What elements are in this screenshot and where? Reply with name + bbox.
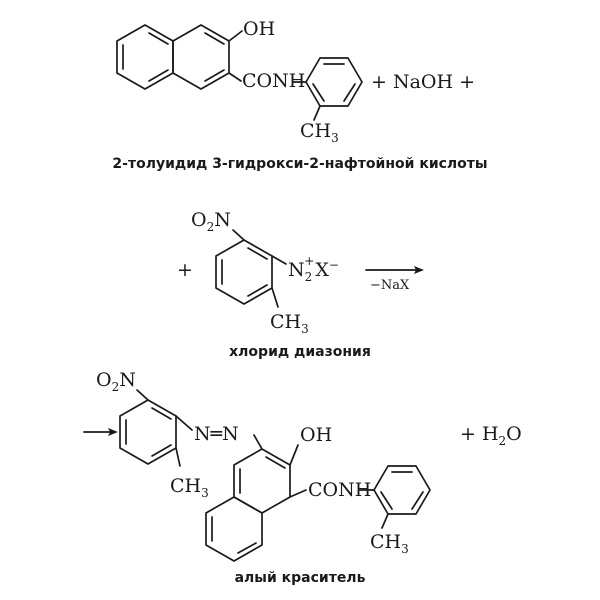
- bond-methyl: [271, 287, 279, 308]
- bond-conh: [289, 489, 307, 498]
- no2-label: O2N: [191, 209, 231, 234]
- bond-methyl: [381, 513, 389, 529]
- double-bond: [380, 491, 393, 510]
- arrow-head: [414, 266, 424, 274]
- ch3-label: CH3: [300, 120, 339, 145]
- ch3-label-a: CH3: [170, 475, 209, 500]
- bond-no2: [232, 229, 245, 241]
- double-bond: [411, 491, 424, 510]
- double-bond: [204, 69, 225, 82]
- bond-azo: [175, 415, 193, 431]
- double-bond: [343, 83, 356, 102]
- nitrotoluene-ring: [119, 399, 177, 465]
- bond-oh: [289, 444, 299, 466]
- ch3-label: CH3: [270, 311, 309, 336]
- toluidine-ring: [305, 57, 363, 107]
- bond-conh: [228, 72, 242, 82]
- arrow-head: [108, 428, 118, 436]
- toluidine-ring: [373, 465, 431, 515]
- bond-methyl: [313, 105, 321, 121]
- caption-diazonium: хлорид диазония: [229, 344, 371, 360]
- no2-label: O2N: [96, 369, 136, 394]
- double-bond: [148, 69, 169, 82]
- naphthalene-ring-right: [172, 24, 230, 90]
- conh-label: CONH: [242, 70, 305, 92]
- arrow-label-nax: −NaX: [370, 278, 410, 293]
- diazonium-ring: [215, 239, 273, 305]
- double-bond: [265, 456, 286, 469]
- double-bond: [312, 83, 325, 102]
- bond-azo-naphthyl: [253, 434, 263, 450]
- bond-oh: [228, 30, 243, 42]
- product-azo-dye: O2N CH3 N═N OH CONH CH3: [83, 369, 522, 586]
- naphthalene-ring-left: [116, 24, 174, 90]
- double-bond: [148, 32, 169, 45]
- n2-x-label: N2+X−: [288, 254, 339, 284]
- double-bond: [151, 407, 172, 420]
- ch3-label-b: CH3: [370, 531, 409, 556]
- naphthalene-ring-right: [233, 448, 291, 514]
- conh-label: CONH: [308, 479, 371, 501]
- double-bond: [204, 32, 225, 45]
- oh-label: OH: [300, 424, 332, 446]
- reactant-diazonium: + O2N N2+X− −NaX CH3 хлорид диазония: [177, 209, 424, 360]
- oh-label: OH: [243, 18, 275, 40]
- bond-n2: [271, 255, 287, 265]
- naphthalene-ring-left: [205, 496, 263, 562]
- bond-no2: [136, 389, 149, 401]
- caption-naphthol-anilide: 2-толуидид 3-гидрокси-2-нафтойной кислот…: [112, 156, 487, 172]
- double-bond: [247, 247, 268, 260]
- azo-label: N═N: [194, 423, 239, 445]
- bond-methyl: [175, 447, 181, 467]
- double-bond: [247, 284, 268, 297]
- double-bond: [151, 444, 172, 457]
- naoh-label: + NaOH +: [371, 71, 475, 93]
- plus-sign: +: [177, 259, 193, 281]
- reactant-naphthol-anilide: OH CONH CH3 + NaOH + 2-толуидид 3-гидрок…: [112, 18, 487, 172]
- caption-azo-dye: алый краситель: [235, 570, 366, 586]
- double-bond: [237, 542, 257, 554]
- h2o-label: + H2O: [460, 423, 522, 448]
